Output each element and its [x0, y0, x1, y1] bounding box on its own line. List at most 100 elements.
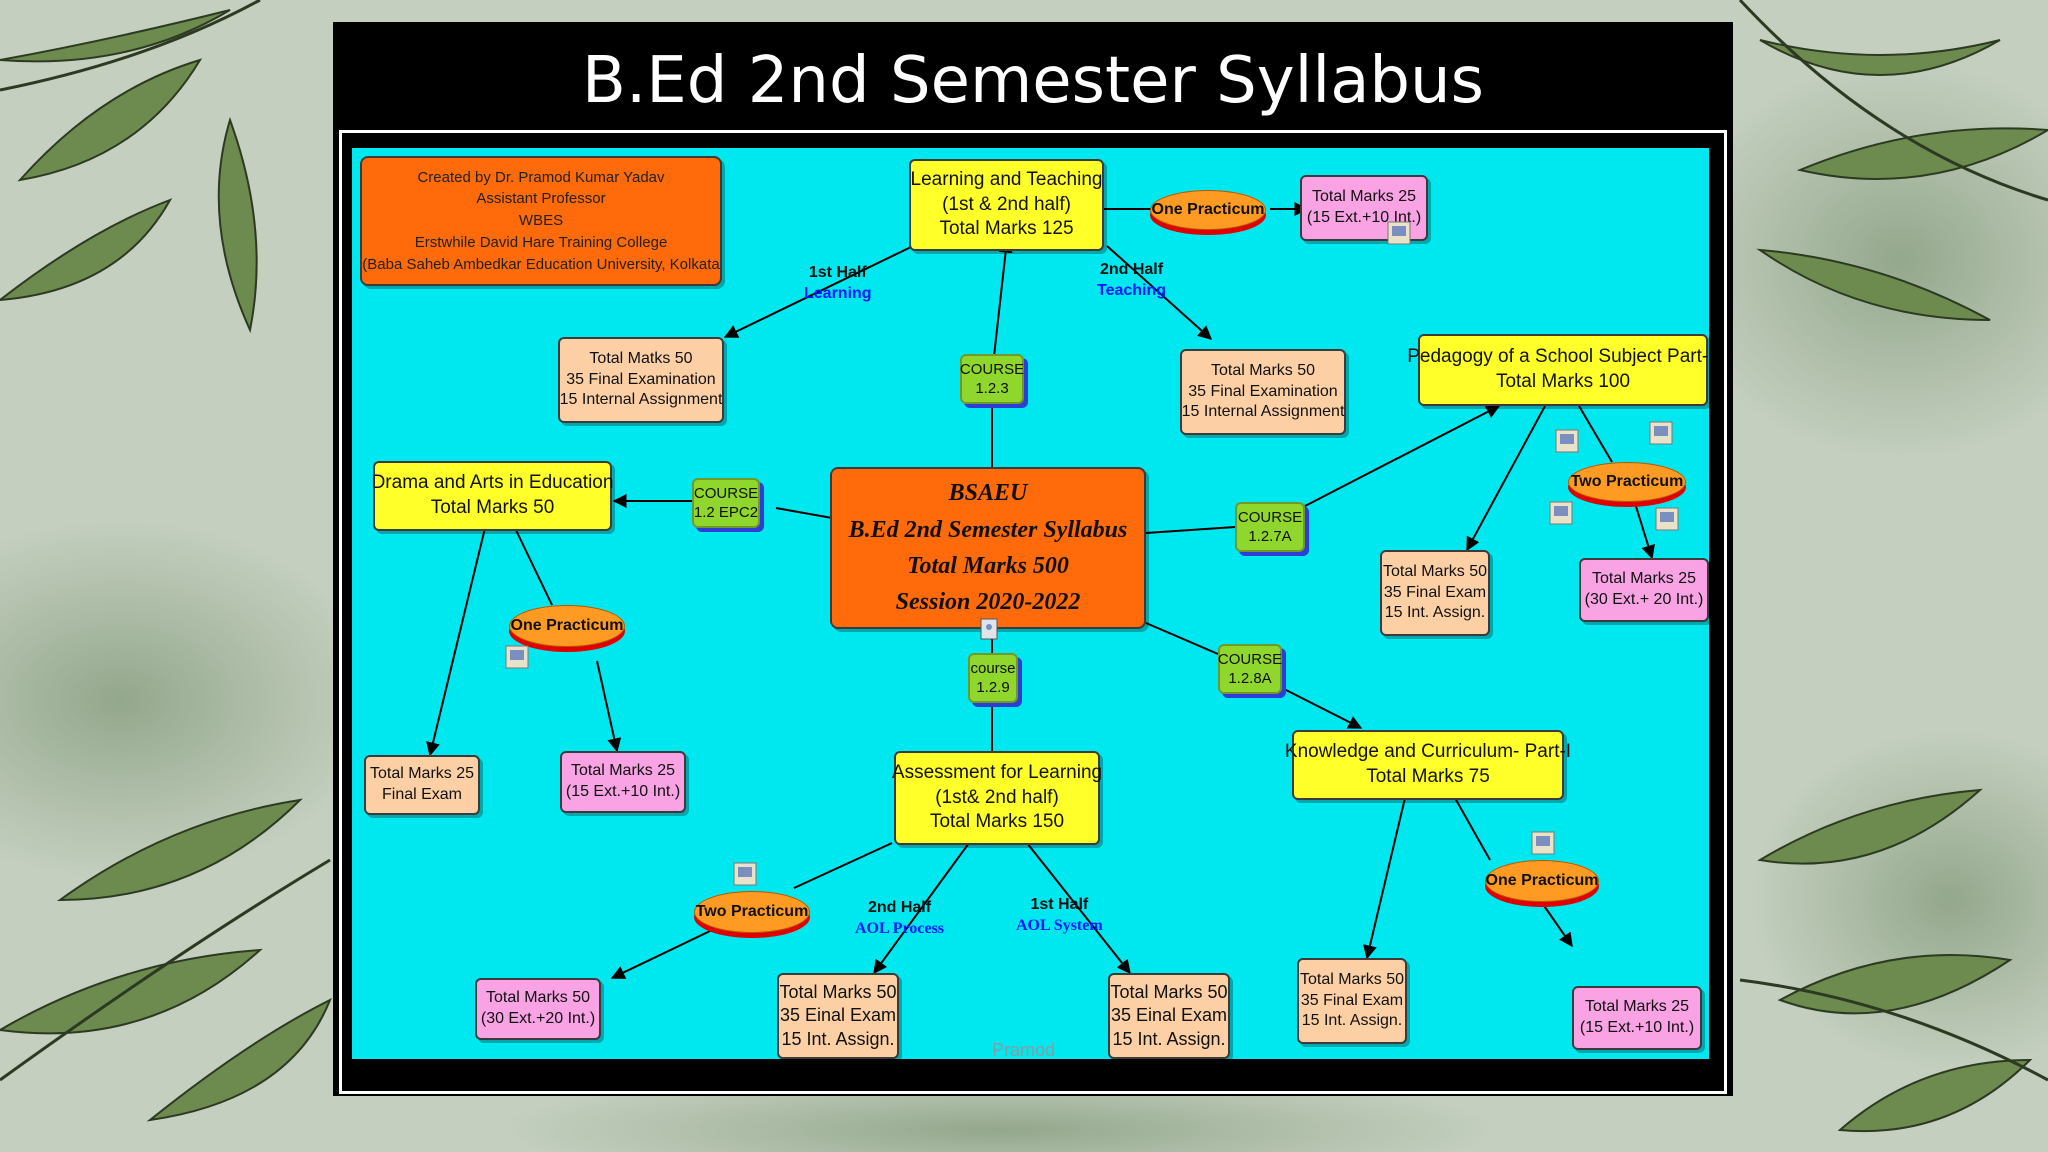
edge-pedagogy-exam: [1467, 406, 1545, 550]
edge-drama-practicum: [515, 528, 552, 605]
subject-learning-teaching: Learning and Teaching (1st & 2nd half) T…: [909, 159, 1104, 251]
subject-knowledge: Knowledge and Curriculum- Part-I Total M…: [1292, 730, 1564, 800]
edge-c128a-knowledge: [1278, 686, 1361, 728]
course-1-2-8a: COURSE 1.2.8A: [1218, 644, 1282, 694]
course-label: course: [970, 659, 1015, 679]
marks-pedagogy-practicum: Total Marks 25 (30 Ext.+ 20 Int.): [1579, 558, 1709, 622]
marks-line-1: Total Marks 25: [1312, 187, 1416, 208]
edge-label-line-1: 2nd Half: [1097, 260, 1166, 281]
resource-icon[interactable]: [1386, 220, 1412, 246]
creator-line-1: Created by Dr. Pramod Kumar Yadav: [417, 167, 664, 189]
edge-label-lt-second-half: 2nd Half Teaching: [1097, 260, 1166, 302]
subject-line-1: Drama and Arts in Education: [372, 471, 614, 496]
edge-label-line-1: 1st Half: [804, 263, 872, 284]
subject-line-2: Total Marks 100: [1496, 370, 1630, 395]
edge-label-line-2: AOL Process: [855, 919, 944, 940]
course-code: 1.2.7A: [1248, 527, 1291, 547]
edge-label-line-1: 1st Half: [1016, 895, 1103, 916]
marks-line-2: 35 Final Examination: [1188, 382, 1337, 403]
subject-line-1: Pedagogy of a School Subject Part-1: [1407, 345, 1712, 370]
marks-line-2: 35 Final Exam: [1301, 991, 1403, 1012]
course-label: COURSE: [694, 484, 758, 504]
marks-line-1: Total Marks 25: [1592, 569, 1696, 590]
marks-assessment-system: Total Marks 50 35 Einal Exam 15 Int. Ass…: [1108, 973, 1230, 1059]
marks-line-1: Total Marks 25: [571, 761, 675, 782]
marks-line-3: 15 Int. Assign.: [1385, 603, 1486, 624]
edge-practicum-drama-marks: [597, 661, 617, 751]
center-line-1: BSAEU: [949, 475, 1028, 511]
center-line-2: B.Ed 2nd Semester Syllabus: [849, 512, 1128, 548]
creator-line-5: (Baba Saheb Ambedkar Education Universit…: [362, 254, 719, 276]
resource-icon[interactable]: [732, 861, 758, 887]
marks-line-3: 15 Internal Assignment: [1182, 402, 1345, 423]
creator-line-3: WBES: [519, 210, 563, 232]
practicum-pedagogy: Two Practicum: [1568, 462, 1686, 502]
subject-line-3: Total Marks 150: [930, 810, 1064, 835]
resource-icon[interactable]: [1554, 428, 1580, 454]
subject-drama: Drama and Arts in Education Total Marks …: [373, 461, 612, 531]
edge-label-assess-second-half: 2nd Half AOL Process: [855, 898, 944, 940]
course-code: 1.2.9: [976, 678, 1009, 698]
marks-line-2: 35 Einal Exam: [780, 1004, 896, 1027]
marks-line-1: Total Marks 25: [370, 764, 474, 785]
creator-line-2: Assistant Professor: [476, 188, 605, 210]
subject-line-2: (1st & 2nd half): [942, 193, 1071, 218]
edge-drama-final: [430, 528, 485, 755]
course-label: COURSE: [960, 360, 1024, 380]
course-1-2-9: course 1.2.9: [968, 653, 1018, 703]
subject-line-1: Knowledge and Curriculum- Part-I: [1285, 740, 1571, 765]
marks-line-2: (15 Ext.+10 Int.): [566, 782, 680, 803]
marks-lt-teaching: Total Marks 50 35 Final Examination 15 I…: [1180, 349, 1346, 435]
edge-label-line-2: Learning: [804, 284, 872, 305]
marks-line-2: 35 Einal Exam: [1111, 1004, 1227, 1027]
marks-line-1: Total Marks 50: [1300, 970, 1404, 991]
course-label: COURSE: [1218, 650, 1282, 670]
center-line-4: Session 2020-2022: [896, 584, 1081, 620]
resource-icon[interactable]: [1654, 506, 1680, 532]
marks-line-1: Total Marks 25: [1585, 997, 1689, 1018]
slide-title: B.Ed 2nd Semester Syllabus: [333, 22, 1733, 134]
subject-line-2: (1st& 2nd half): [935, 786, 1059, 811]
marks-line-1: Total Marks 50: [1110, 981, 1227, 1004]
marks-line-2: 35 Final Examination: [566, 370, 715, 391]
practicum-assessment: Two Practicum: [694, 891, 810, 933]
edge-knowledge-exam: [1367, 798, 1405, 958]
resource-icon[interactable]: [1648, 420, 1674, 446]
resource-icon[interactable]: [980, 618, 998, 640]
course-code: 1.2.8A: [1228, 669, 1271, 689]
marks-line-2: (30 Ext.+ 20 Int.): [1585, 590, 1704, 611]
course-label: COURSE: [1238, 508, 1302, 528]
marks-drama-final: Total Marks 25 Final Exam: [364, 755, 480, 815]
marks-line-1: Total Marks 50: [1383, 562, 1487, 583]
edge-label-lt-first-half: 1st Half Learning: [804, 263, 872, 305]
marks-line-1: Total Matks 50: [589, 349, 692, 370]
marks-line-2: (30 Ext.+20 Int.): [481, 1009, 595, 1030]
marks-line-2: Final Exam: [382, 785, 462, 806]
center-line-3: Total Marks 500: [907, 548, 1069, 584]
marks-drama-practicum: Total Marks 25 (15 Ext.+10 Int.): [560, 751, 686, 813]
edge-label-assess-first-half: 1st Half AOL System: [1016, 895, 1103, 937]
edge-center-c127a: [1146, 527, 1235, 533]
creator-line-4: Erstwhile David Hare Training College: [415, 232, 668, 254]
edge-assess-practicum: [794, 843, 892, 888]
resource-icon[interactable]: [1530, 830, 1556, 856]
resource-icon[interactable]: [1548, 500, 1574, 526]
marks-assessment-process: Total Marks 50 35 Einal Exam 15 Int. Ass…: [777, 973, 899, 1059]
edge-label-line-1: 2nd Half: [855, 898, 944, 919]
center-node: BSAEU B.Ed 2nd Semester Syllabus Total M…: [830, 467, 1146, 629]
edge-pedagogy-practicum: [1579, 406, 1612, 462]
edge-practicum-know-marks: [1540, 900, 1572, 946]
creator-box: Created by Dr. Pramod Kumar Yadav Assist…: [360, 156, 722, 286]
edge-label-line-2: Teaching: [1097, 281, 1166, 302]
practicum-knowledge: One Practicum: [1485, 860, 1599, 902]
marks-line-3: 15 Int. Assign.: [1112, 1028, 1225, 1051]
marks-line-3: 15 Int. Assign.: [781, 1028, 894, 1051]
subject-line-3: Total Marks 125: [939, 217, 1073, 242]
marks-line-3: 15 Internal Assignment: [560, 390, 723, 411]
marks-knowledge-practicum: Total Marks 25 (15 Ext.+10 Int.): [1572, 986, 1702, 1050]
resource-icon[interactable]: [504, 644, 530, 670]
subject-line-2: Total Marks 75: [1366, 765, 1490, 790]
concept-map: Created by Dr. Pramod Kumar Yadav Assist…: [349, 145, 1712, 1062]
course-code: 1.2 EPC2: [694, 503, 758, 523]
subject-line-2: Total Marks 50: [431, 496, 555, 521]
